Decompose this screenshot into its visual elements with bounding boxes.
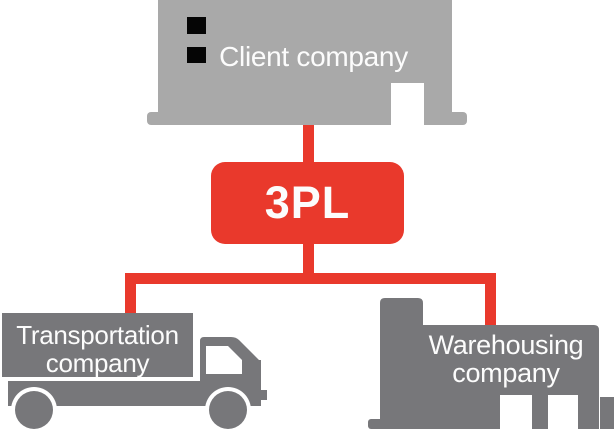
truck-body — [8, 337, 267, 406]
warehouse-door-icon — [548, 395, 578, 429]
connector-hub-to-branch — [303, 240, 314, 284]
client-building-icon — [147, 0, 467, 126]
connector-branch-to-transportation — [125, 278, 136, 316]
warehouse-icon — [368, 298, 614, 429]
hub-node-3pl: 3PL — [211, 162, 404, 244]
truck-wheel-icon — [15, 391, 53, 429]
warehouse-annex — [600, 397, 614, 429]
hub-label: 3PL — [264, 177, 351, 228]
building-door-icon — [391, 83, 424, 126]
truck-cargo-panel — [2, 313, 193, 377]
truck-window-icon — [206, 346, 242, 374]
truck-icon — [2, 313, 267, 429]
connector-branch-bar — [125, 273, 496, 284]
connector-branch-to-warehousing — [485, 278, 496, 328]
warehouse-door-icon — [500, 395, 532, 429]
building-window-icon — [187, 47, 206, 63]
client-building-plinth — [147, 112, 467, 125]
truck-wheel-icon — [209, 391, 247, 429]
warehouse-tower — [380, 298, 423, 429]
connector-client-to-hub — [303, 118, 314, 168]
building-window-icon — [187, 17, 206, 34]
